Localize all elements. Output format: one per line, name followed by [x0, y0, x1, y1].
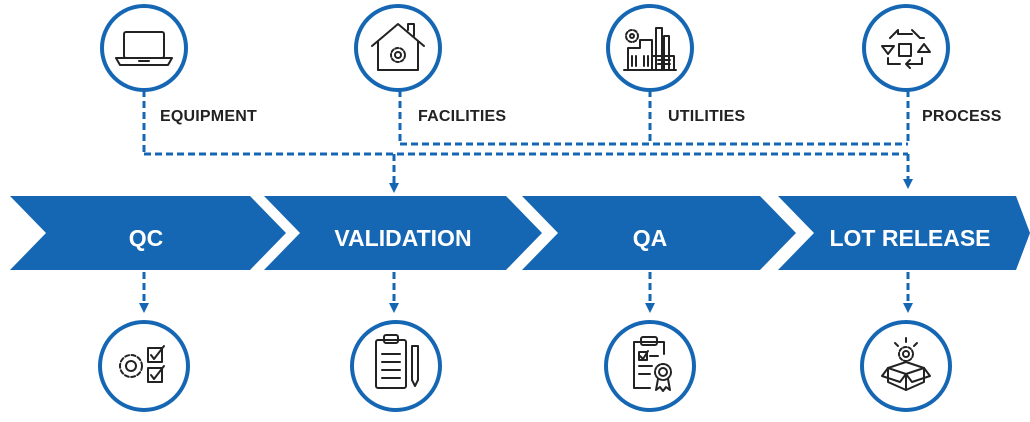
- stage-label-qc: QC: [128, 225, 164, 251]
- bottom-circles: [98, 320, 952, 412]
- chevron-qc: [10, 196, 286, 270]
- qc-circle: [98, 320, 190, 412]
- label-facilities: FACILITIES: [418, 108, 507, 125]
- gear-checklist-icon: [119, 345, 165, 383]
- chevrons: [10, 196, 1030, 270]
- lot-release-circle: [860, 320, 952, 412]
- stage-label-validation: VALIDATION: [334, 225, 472, 251]
- label-process: PROCESS: [922, 108, 1002, 125]
- stage-label-qa: QA: [632, 225, 668, 251]
- stage-label-lot-release: LOT RELEASE: [829, 225, 991, 251]
- validation-circle: [350, 320, 442, 412]
- laptop-icon: [115, 31, 173, 66]
- factory-icon: [623, 27, 677, 71]
- chevron-qa: [522, 196, 796, 270]
- process-circle: [862, 4, 950, 92]
- connectors: [139, 90, 913, 313]
- label-utilities: UTILITIES: [668, 108, 746, 125]
- clipboard-pencil-icon: [375, 334, 419, 389]
- chevron-lot-release: [778, 196, 1030, 270]
- top-circles: [100, 4, 950, 92]
- chevron-validation: [264, 196, 542, 270]
- label-equipment: EQUIPMENT: [160, 108, 257, 125]
- process-cycle-icon: [881, 29, 931, 69]
- certificate-clipboard-icon: [633, 336, 672, 392]
- house-gear-icon: [371, 23, 425, 71]
- utilities-circle: [606, 4, 694, 92]
- box-release-icon: [881, 337, 931, 391]
- equipment-circle: [100, 4, 188, 92]
